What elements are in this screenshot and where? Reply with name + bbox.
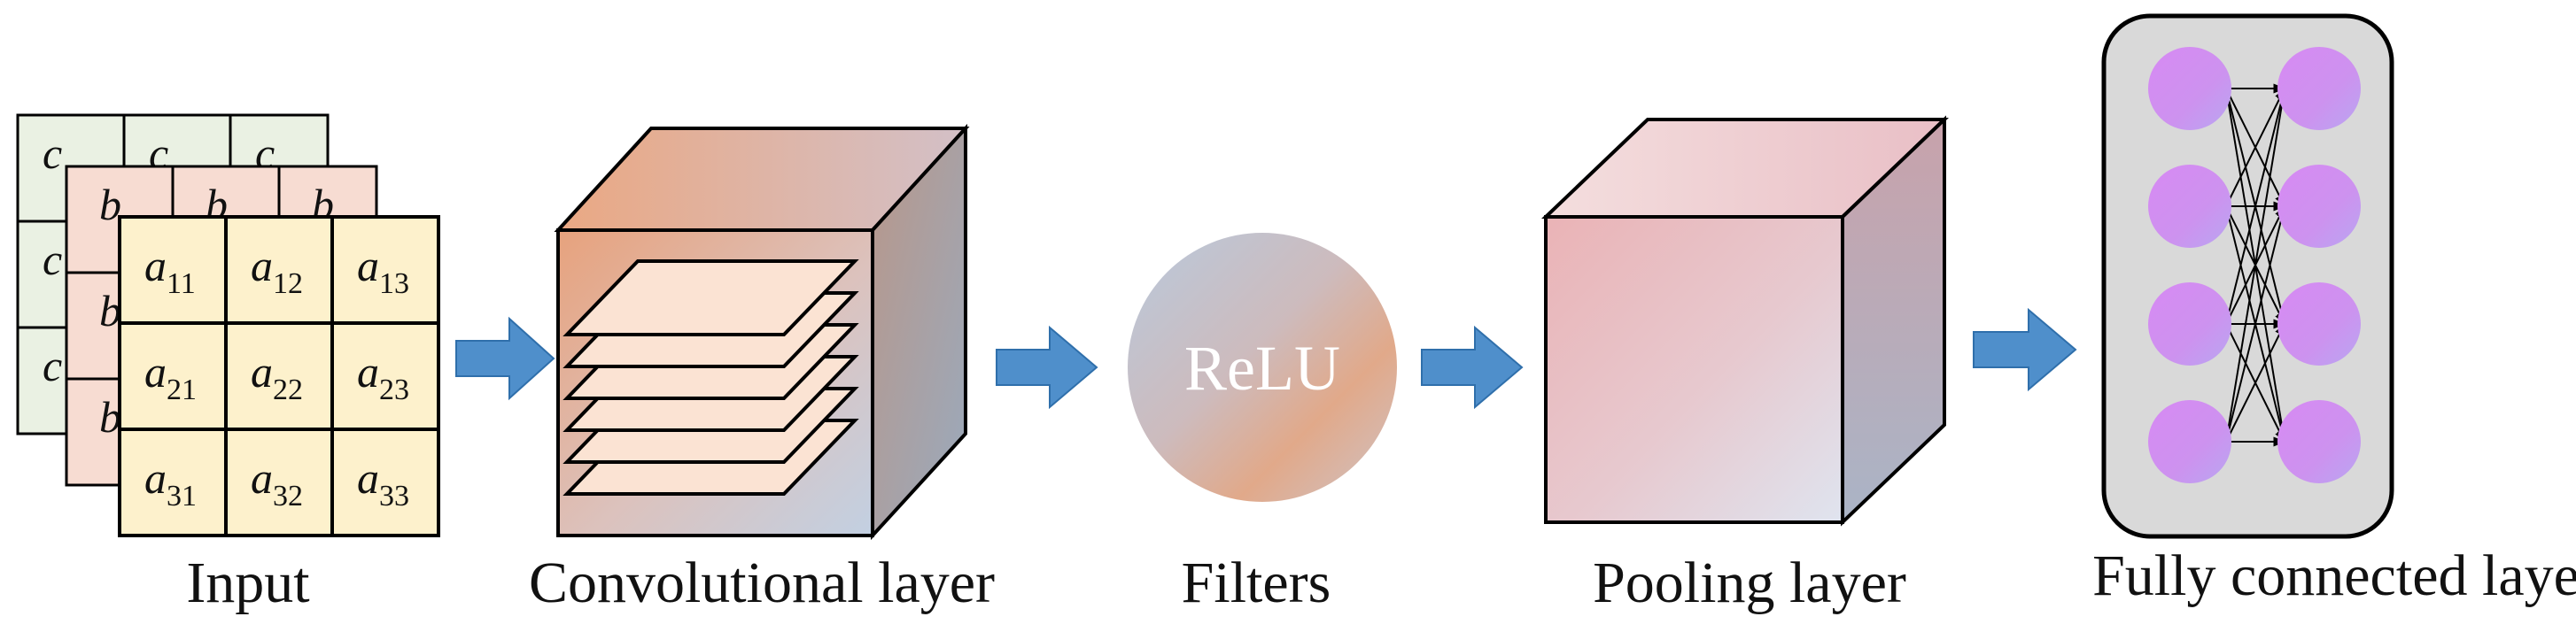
fc-input-neuron [2148, 400, 2231, 483]
input-back-letter: c [43, 128, 62, 178]
fc-input-neuron [2148, 165, 2231, 248]
caption-input: Input [186, 551, 309, 615]
flow-arrow-2 [996, 325, 1098, 410]
input-back-letter: c [43, 235, 62, 284]
fully-connected-block [2101, 13, 2394, 539]
fc-neurons [2148, 47, 2361, 483]
fc-edge [2225, 87, 2285, 207]
fc-output-neuron [2277, 282, 2361, 366]
input-middle-letter: b [99, 392, 121, 442]
input-middle-letter: b [99, 180, 121, 229]
relu-label: ReLU [1184, 333, 1340, 404]
fc-edge [2225, 87, 2287, 325]
fc-input-neuron [2148, 47, 2231, 130]
fc-connections [2225, 83, 2288, 447]
caption-filters: Filters [1182, 551, 1331, 615]
fc-edge [2225, 87, 2288, 443]
caption-pooling: Pooling layer [1593, 551, 1906, 615]
input-middle-letter: b [99, 286, 121, 335]
fc-output-neuron [2277, 400, 2361, 483]
fc-edge [2225, 204, 2287, 443]
flow-arrow-3 [1421, 325, 1524, 410]
input-cell-13: a13 [357, 241, 409, 300]
feature-map-stack [563, 259, 859, 496]
relu-filter-circle [1128, 233, 1397, 502]
fc-edge [2225, 322, 2285, 443]
flow-arrow-1 [455, 316, 555, 401]
flow-arrow-4 [1973, 307, 2077, 392]
fc-input-neuron [2148, 282, 2231, 366]
input-back-letter: c [43, 341, 62, 390]
fc-output-neuron [2277, 165, 2361, 248]
caption-conv: Convolutional layer [529, 551, 995, 615]
input-cell-23: a23 [357, 347, 409, 406]
conv-layer-cube [554, 123, 970, 541]
fc-output-neuron [2277, 47, 2361, 130]
input-cell-32: a32 [251, 453, 303, 513]
caption-fc: Fully connected layer [2092, 543, 2576, 608]
pooling-layer-cube [1541, 115, 1949, 527]
